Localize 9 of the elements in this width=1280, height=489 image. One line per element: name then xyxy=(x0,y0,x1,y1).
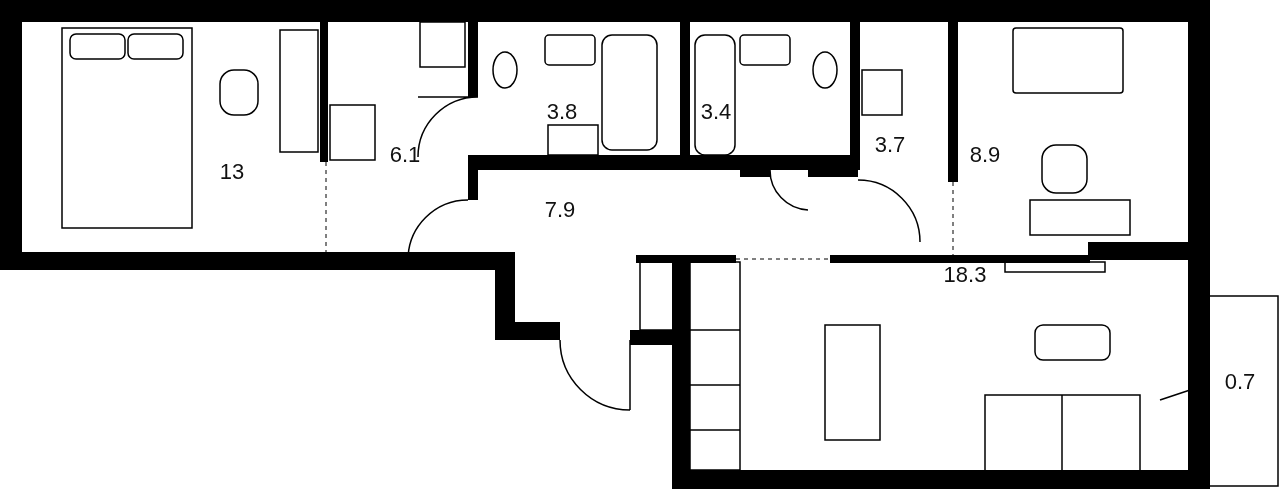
area-label: 8.9 xyxy=(969,142,1001,168)
area-label: 0.7 xyxy=(1224,369,1256,395)
area-label: 3.8 xyxy=(546,99,578,125)
area-label: 13 xyxy=(219,159,245,185)
area-label: 3.4 xyxy=(700,99,732,125)
area-label: 18.3 xyxy=(943,262,987,288)
area-label: 7.9 xyxy=(544,197,576,223)
area-label: 3.7 xyxy=(874,132,906,158)
area-label: 6.1 xyxy=(389,142,421,168)
